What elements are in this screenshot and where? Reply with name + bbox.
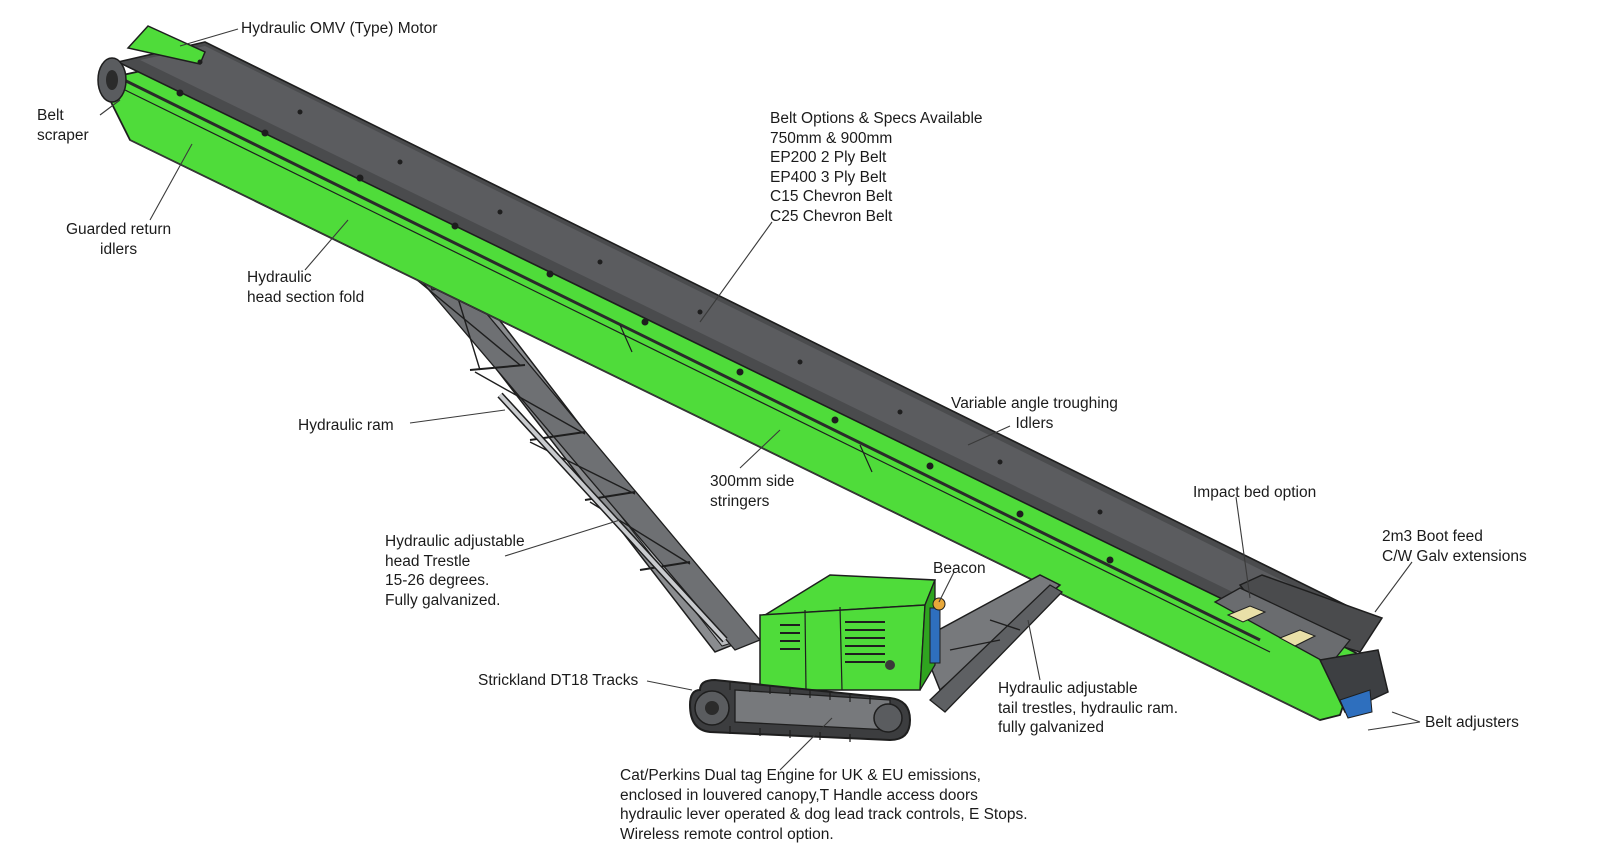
label-line: Cat/Perkins Dual tag Engine for UK & EU … (620, 767, 981, 784)
label-tail-trestles: Hydraulic adjustable tail trestles, hydr… (998, 679, 1178, 738)
label-troughing-idlers: Variable angle troughing Idlers (951, 394, 1118, 433)
label-beacon: Beacon (933, 559, 986, 579)
label-line: Idlers (1015, 414, 1054, 432)
label-line: 15-26 degrees. (385, 572, 490, 590)
label-return-idlers: Guarded return idlers (66, 220, 171, 259)
label-boot-feed: 2m3 Boot feed C/W Galv extensions (1382, 527, 1527, 566)
label-line: Hydraulic ram (298, 417, 394, 434)
tail-trestle (919, 574, 1064, 713)
label-line: Variable angle troughing (951, 395, 1118, 412)
label-line: 750mm & 900mm (770, 129, 893, 147)
label-line: Wireless remote control option. (620, 825, 834, 843)
label-line: enclosed in louvered canopy,T Handle acc… (620, 786, 978, 804)
label-line: Hydraulic adjustable (385, 533, 525, 550)
label-line: hydraulic lever operated & dog lead trac… (620, 806, 1028, 824)
leader-lines (99, 28, 1421, 771)
label-motor: Hydraulic OMV (Type) Motor (241, 19, 437, 39)
label-engine: Cat/Perkins Dual tag Engine for UK & EU … (620, 766, 1028, 844)
label-line: head Trestle (385, 552, 471, 570)
label-line: Hydraulic OMV (Type) Motor (241, 20, 438, 37)
label-line: Belt (37, 107, 64, 124)
label-belt-scraper: Belt scraper (37, 106, 89, 145)
label-hydraulic-ram: Hydraulic ram (298, 416, 394, 436)
label-line: 300mm side (710, 473, 795, 490)
label-line: Hydraulic (247, 269, 312, 286)
label-belt-adjusters: Belt adjusters (1425, 713, 1519, 733)
label-line: Belt Options & Specs Available (770, 110, 983, 127)
label-head-trestle: Hydraulic adjustable head Trestle 15-26 … (385, 532, 525, 610)
engine-canopy (759, 574, 946, 691)
crawler-tracks (688, 678, 912, 742)
label-line: head section fold (247, 288, 365, 306)
label-line: C25 Chevron Belt (770, 207, 893, 225)
label-line: Beacon (933, 560, 986, 577)
label-line: scraper (37, 126, 89, 144)
label-line: Strickland DT18 Tracks (478, 672, 639, 689)
label-line: 2m3 Boot feed (1382, 528, 1483, 545)
label-line: Impact bed option (1193, 484, 1317, 501)
label-line: C15 Chevron Belt (770, 188, 893, 206)
label-belt-options: Belt Options & Specs Available 750mm & 9… (770, 109, 983, 227)
label-line: stringers (710, 492, 770, 510)
label-line: idlers (100, 240, 138, 258)
label-side-stringers: 300mm side stringers (710, 472, 794, 511)
label-line: Belt adjusters (1425, 714, 1519, 731)
label-line: EP400 3 Ply Belt (770, 168, 887, 186)
label-line: fully galvanized (998, 719, 1104, 737)
label-line: C/W Galv extensions (1382, 547, 1527, 565)
label-line: tail trestles, hydraulic ram. (998, 699, 1179, 717)
label-line: Fully galvanized. (385, 591, 501, 609)
label-tracks: Strickland DT18 Tracks (478, 671, 638, 691)
label-head-fold: Hydraulic head section fold (247, 268, 364, 307)
label-line: Hydraulic adjustable (998, 680, 1138, 697)
label-impact-bed: Impact bed option (1193, 483, 1316, 503)
boot-feed-hopper (1213, 574, 1389, 719)
conveyor-frame (97, 25, 1381, 721)
label-line: EP200 2 Ply Belt (770, 149, 887, 167)
label-line: Guarded return (66, 221, 172, 238)
